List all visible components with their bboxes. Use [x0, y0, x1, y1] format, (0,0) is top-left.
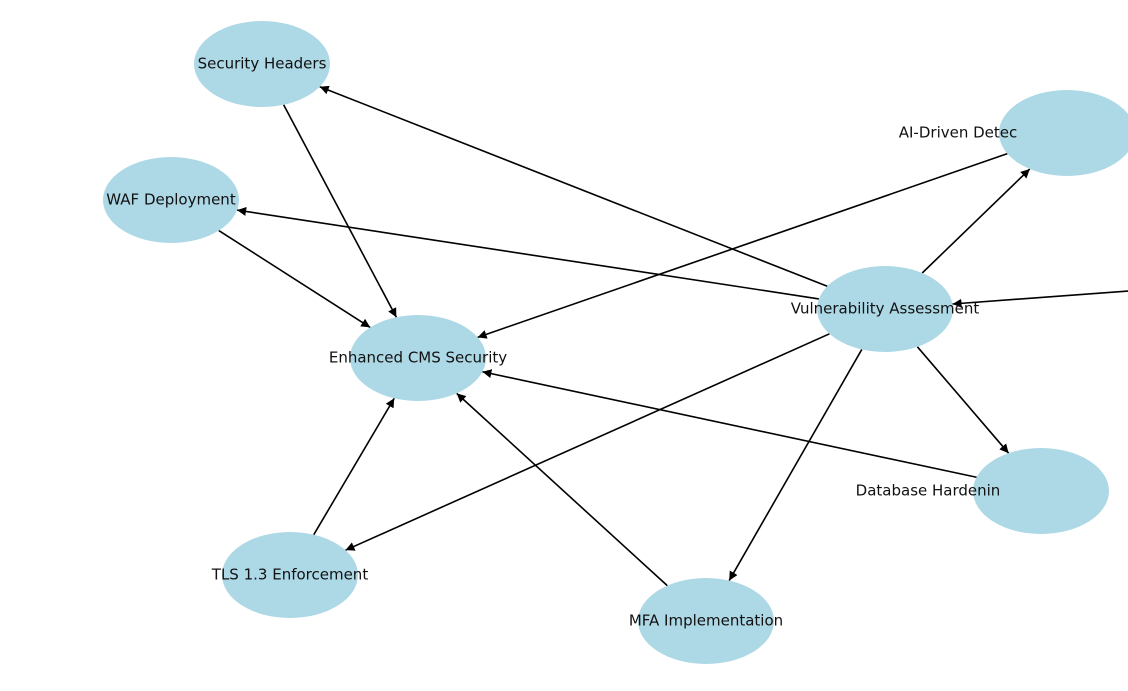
edge-va-to-mfa	[728, 349, 863, 581]
node-waf: WAF Deployment	[103, 157, 239, 243]
node-circle	[103, 157, 239, 243]
edge-ai-to-cms	[477, 152, 1008, 339]
edge-va-to-waf	[236, 207, 820, 300]
node-label: TLS 1.3 Enforcement	[211, 566, 369, 584]
edge-waf-to-cms	[218, 229, 371, 329]
node-cms: Enhanced CMS Security	[329, 315, 507, 401]
node-va: Vulnerability Assessment	[791, 266, 980, 352]
node-label: WAF Deployment	[106, 191, 236, 209]
node-db: Database Hardenin	[856, 448, 1109, 534]
edge-mfa-to-cms	[456, 392, 668, 587]
edge-db-to-cms	[482, 369, 977, 479]
edge-va-to-db	[916, 346, 1010, 454]
edge-va-to-ai	[921, 168, 1031, 274]
edge-va-to-sh	[319, 85, 828, 288]
node-sh: Security Headers	[194, 21, 330, 107]
edge-tls-to-cms	[313, 397, 395, 536]
edge-offscreen-to-va	[952, 290, 1128, 308]
node-circle	[222, 532, 358, 618]
node-mfa: MFA Implementation	[629, 578, 783, 664]
node-circle	[999, 90, 1128, 176]
edge-va-to-tls	[345, 333, 830, 551]
node-tls: TLS 1.3 Enforcement	[211, 532, 369, 618]
node-label: Enhanced CMS Security	[329, 349, 507, 367]
node-circle	[194, 21, 330, 107]
node-circle	[350, 315, 486, 401]
node-label: MFA Implementation	[629, 612, 783, 630]
node-label: AI-Driven Detec	[899, 124, 1018, 142]
edge-sh-to-cms	[282, 104, 398, 318]
node-circle	[817, 266, 953, 352]
node-label: Vulnerability Assessment	[791, 300, 980, 318]
node-label: Database Hardenin	[856, 482, 1001, 500]
node-circle	[973, 448, 1109, 534]
node-label: Security Headers	[198, 55, 327, 73]
node-circle	[638, 578, 774, 664]
node-ai: AI-Driven Detec	[899, 90, 1128, 176]
